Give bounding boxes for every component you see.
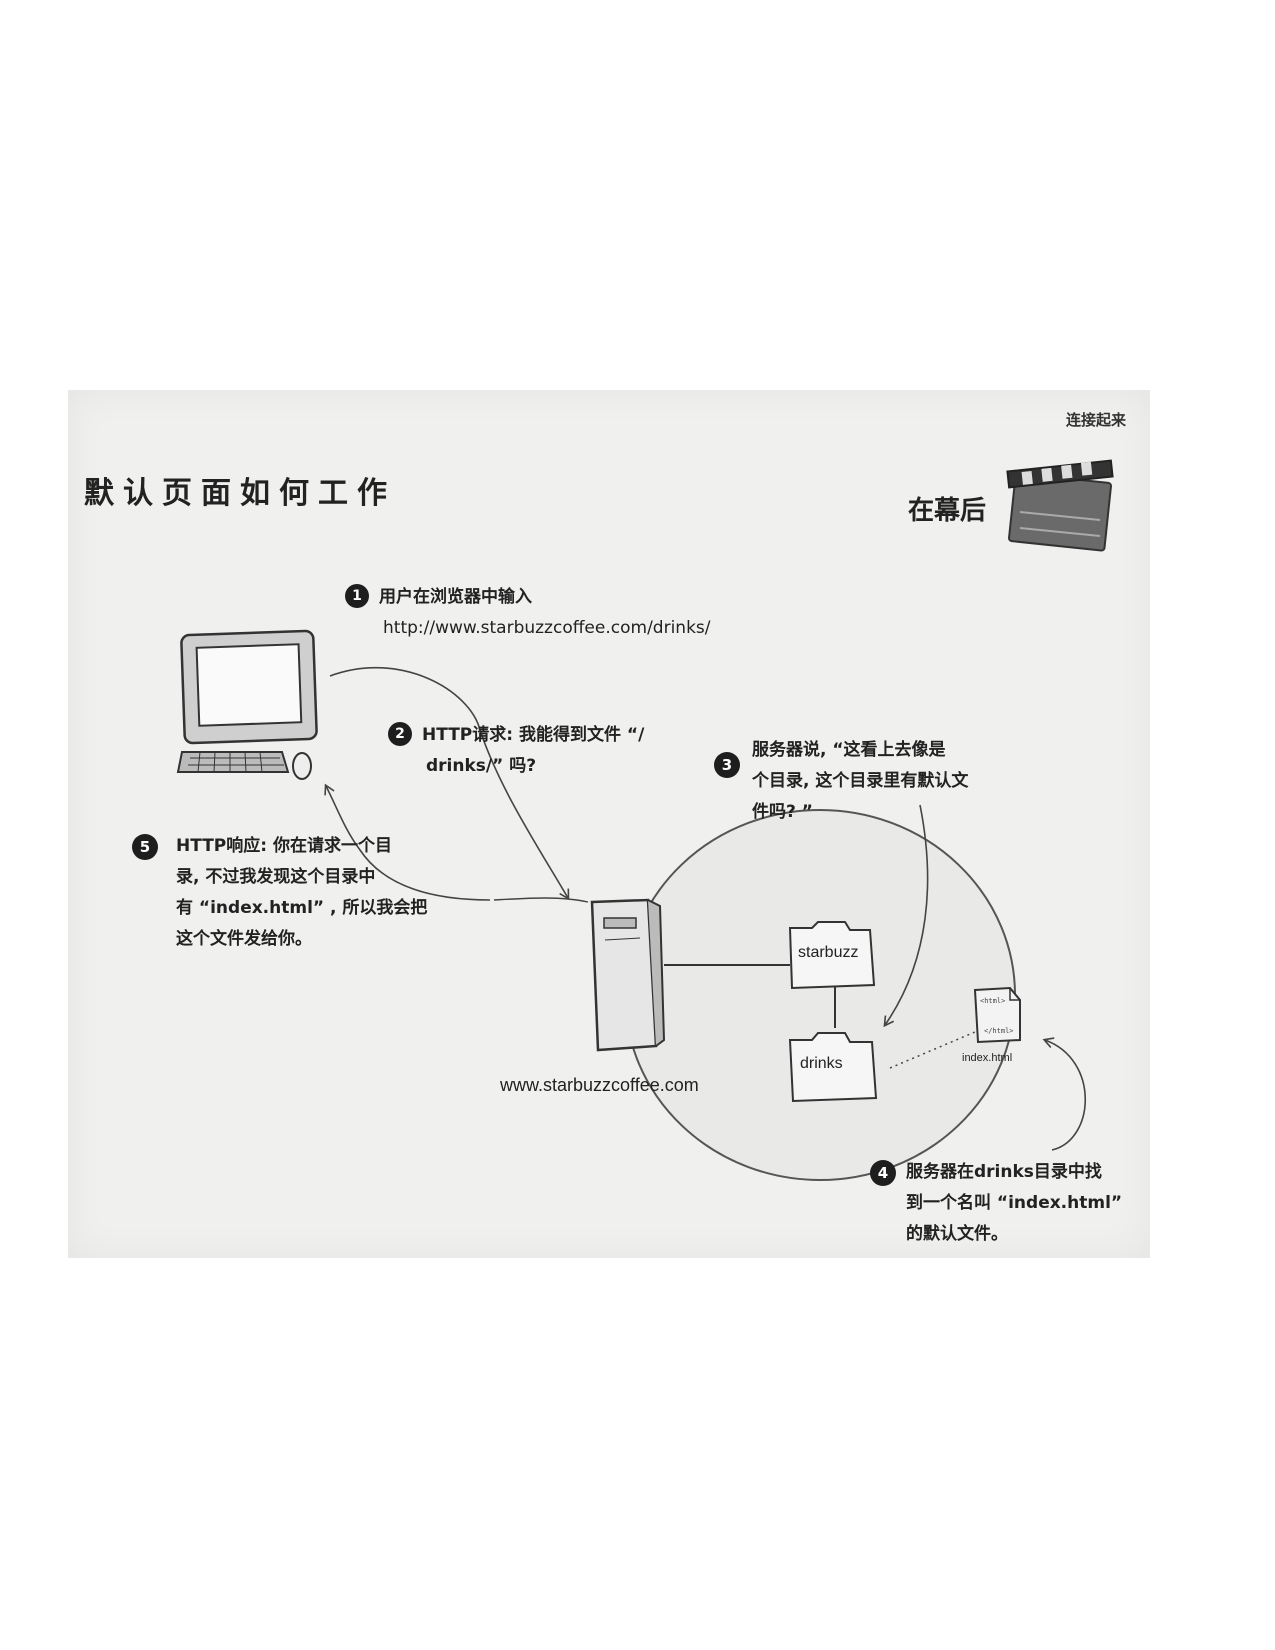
server-tower-icon [590, 898, 666, 1052]
step-text: drinks/” 吗? [426, 756, 537, 776]
page-title: 默认页面如何工作 [84, 476, 396, 511]
step-1: 1 用户在浏览器中输入 http://www.starbuzzcoffee.com… [345, 582, 711, 644]
html-file-icon: <html> </html> [973, 986, 1021, 1044]
server-check-arrow [883, 804, 929, 1028]
drinks-folder-label: drinks [800, 1055, 843, 1072]
step-number: 1 [345, 584, 369, 608]
step-3: 服务器说, “这看上去像是 个目录, 这个目录里有默认文 件吗? ” [752, 735, 968, 828]
response-arrow [324, 783, 491, 901]
folder-icon [788, 1032, 878, 1103]
step-text: 有 “index.html” , 所以我会把 [176, 898, 428, 918]
step-2: 2 HTTP请求: 我能得到文件 “/ drinks/” 吗? [388, 720, 644, 782]
web-server-circle [624, 809, 1016, 1181]
step-text: 录, 不过我发现这个目录中 [176, 867, 376, 887]
step-text: 用户在浏览器中输入 [379, 587, 532, 607]
clapperboard-icon [1006, 459, 1114, 552]
step-text: HTTP响应: 你在请求一个目 [176, 836, 392, 856]
step-text: 这个文件发给你。 [176, 929, 312, 949]
step-5: HTTP响应: 你在请求一个目 录, 不过我发现这个目录中 有 “index.h… [176, 831, 427, 955]
step-url: http://www.starbuzzcoffee.com/drinks/ [383, 618, 711, 638]
step-text: 服务器说, “这看上去像是 [752, 740, 946, 760]
server-domain-label: www.starbuzzcoffee.com [500, 1075, 699, 1095]
found-file-arrow [1042, 1037, 1087, 1151]
step-3-number: 3 [714, 752, 740, 778]
index-file-label: index.html [962, 1052, 1013, 1064]
step-text: 的默认文件。 [906, 1224, 1008, 1244]
step-text: 个目录, 这个目录里有默认文 [752, 771, 969, 791]
running-head: 连接起来 [1066, 411, 1127, 429]
file-tag-open: <html> [980, 997, 1005, 1005]
request-arrow [329, 666, 570, 901]
step-text: 件吗? ” [752, 802, 813, 822]
step-4: 服务器在drinks目录中找 到一个名叫 “index.html” 的默认文件。 [906, 1157, 1122, 1250]
file-tag-close: </html> [984, 1027, 1014, 1035]
behind-the-scenes-label: 在幕后 [908, 496, 987, 526]
folder-icon [788, 921, 876, 990]
computer-icon [176, 629, 318, 780]
starbuzz-folder-label: starbuzz [798, 944, 859, 961]
step-4-number: 4 [870, 1160, 896, 1186]
step-text: 服务器在drinks目录中找 [906, 1162, 1102, 1182]
response-link-arrow [493, 897, 589, 903]
step-text: HTTP请求: 我能得到文件 “/ [422, 725, 645, 745]
step-5-number: 5 [132, 834, 158, 860]
step-number: 2 [388, 722, 412, 746]
step-text: 到一个名叫 “index.html” [906, 1193, 1123, 1213]
